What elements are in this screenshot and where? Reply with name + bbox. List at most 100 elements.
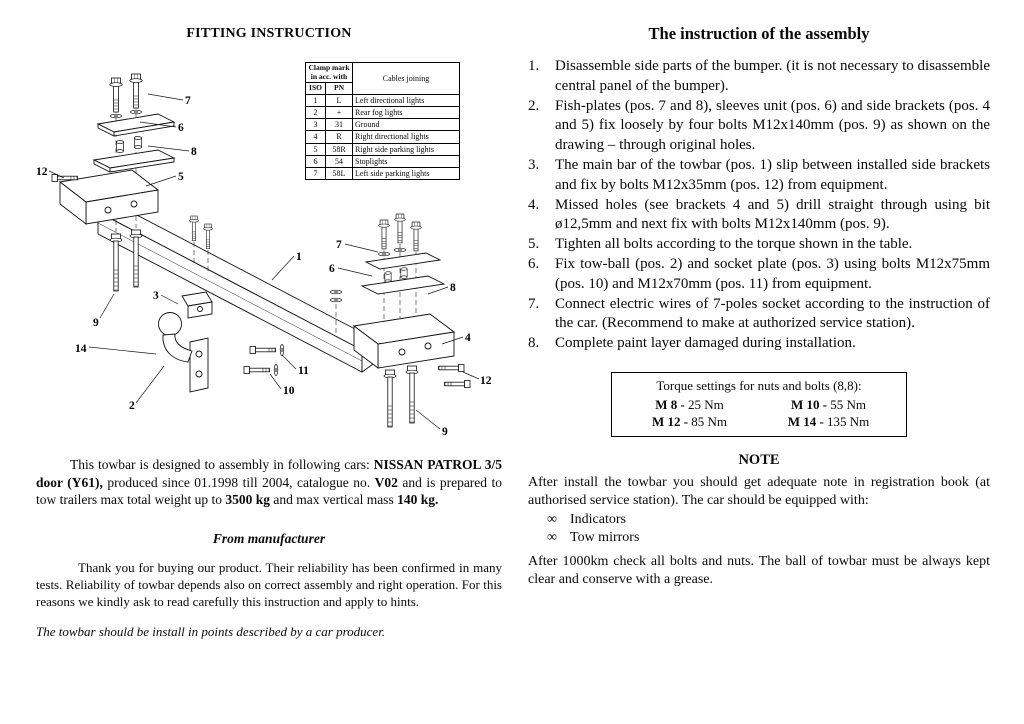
infinity-bullet-icon: ∞: [547, 511, 557, 527]
right-bracket-group: [352, 213, 471, 428]
callout-8b: 8: [450, 282, 456, 294]
cell-cable: Rear fog lights: [352, 106, 460, 120]
step-item: 1.Disassemble side parts of the bumper. …: [528, 57, 990, 97]
tow-ball: [158, 312, 209, 393]
torque-label: M 14 -: [787, 413, 824, 429]
torque-entry: M 10 - 55 Nm: [759, 397, 898, 413]
step-text: Connect electric wires of 7-poles socket…: [555, 295, 990, 332]
cell-pn: 31: [325, 118, 353, 132]
pn-header: PN: [325, 82, 353, 95]
callout-8: 8: [191, 146, 197, 158]
callout-12: 12: [36, 166, 48, 178]
note-paragraph-2: After 1000km check all bolts and nuts. T…: [528, 553, 990, 588]
step-number: 4.: [528, 196, 540, 213]
callout-leaders: [48, 93, 480, 430]
long-bolt-9-right: [383, 369, 397, 428]
callout-14: 14: [75, 343, 87, 355]
washer-stack: [330, 289, 342, 334]
cell-pn: 58L: [325, 166, 353, 181]
right-column: The instruction of the assembly 1.Disass…: [528, 24, 990, 590]
step-item: 7. Connect electric wires of 7-poles sock…: [528, 295, 990, 335]
cell-pn: +: [325, 106, 353, 120]
step-item: 3.The main bar of the towbar (pos. 1) sl…: [528, 156, 990, 196]
callout-11: 11: [298, 365, 309, 377]
torque-settings-box: Torque settings for nuts and bolts (8,8)…: [611, 371, 907, 437]
step-number: 5.: [528, 236, 540, 253]
cell-iso: 2: [305, 106, 326, 120]
clamp-row: 2+Rear fog lights: [305, 106, 460, 120]
step-text: Tighten all bolts according to the torqu…: [555, 236, 913, 253]
text-run: produced since 01.1998 till 2004, catalo…: [107, 474, 371, 490]
towbar-exploded-drawing: 7 6 8 12 5 1 7 6 8 3 9 14 4 11 10 2 12: [36, 73, 492, 438]
torque-entry: M 14 - 135 Nm: [759, 414, 898, 430]
bolt-10: [243, 366, 270, 374]
step-item: 6.Fix tow-ball (pos. 2) and socket plate…: [528, 255, 990, 295]
callout-1: 1: [296, 251, 302, 263]
drawing-area: 7 6 8 12 5 1 7 6 8 3 9 14 4 11 10 2 12: [36, 54, 496, 452]
callout-9: 9: [93, 317, 99, 329]
callout-7b: 7: [336, 239, 342, 251]
cell-cable: Left side parking lights: [352, 166, 460, 181]
step-number: 7.: [528, 295, 540, 312]
torque-label: M 8 -: [655, 396, 685, 412]
car-description: This towbar is designed to assembly in f…: [36, 456, 502, 509]
torque-box-title: Torque settings for nuts and bolts (8,8)…: [656, 377, 862, 393]
from-manufacturer-title: From manufacturer: [212, 530, 326, 546]
clamp-table-subheader-row: ISO PN: [305, 82, 460, 95]
clamp-table: Clamp mark in acc. with Cables joining I…: [305, 61, 460, 181]
step-number: 6.: [528, 255, 540, 272]
catalogue-no-bold: V02: [374, 474, 398, 490]
torque-grid: M 8 - 25 Nm M 10 - 55 Nm M 12 - 85 Nm M …: [620, 397, 898, 430]
torque-value: 55 Nm: [830, 396, 867, 412]
fish-plate-7-right: [364, 252, 442, 270]
max-weight-bold: 3500 kg: [225, 492, 270, 508]
socket-plate: [181, 291, 213, 319]
left-column: FITTING INSTRUCTION: [36, 26, 502, 640]
infinity-bullet-icon: ∞: [547, 530, 557, 546]
assembly-steps: 1.Disassemble side parts of the bumper. …: [528, 57, 990, 354]
torque-label: M 10 -: [790, 396, 828, 412]
torque-value: 25 Nm: [688, 396, 724, 412]
install-note: The towbar should be install in points d…: [36, 624, 386, 640]
cell-cable: Ground: [352, 118, 460, 132]
callout-3: 3: [153, 290, 159, 302]
bullet-text: Indicators: [570, 511, 626, 527]
callout-4: 4: [465, 332, 471, 344]
clamp-mark-header: Clamp mark in acc. with: [305, 61, 353, 84]
cell-iso: 6: [305, 154, 326, 169]
bolt-12-right: [438, 364, 465, 372]
callout-7: 7: [185, 95, 191, 107]
callout-9b: 9: [442, 426, 448, 438]
iso-header: ISO: [305, 82, 326, 95]
step-text: Complete paint layer damaged during inst…: [555, 335, 856, 352]
left-bracket-group: [51, 73, 176, 292]
manufacturer-paragraph: Thank you for buying our product. Their …: [36, 559, 502, 609]
cell-pn: R: [325, 130, 353, 144]
ball-bolts: [243, 344, 285, 376]
cell-cable: Right side parking lights: [352, 142, 460, 156]
step-item: 2.Fish-plates (pos. 7 and 8), sleeves un…: [528, 97, 990, 156]
car-model-bold: NISSAN PATROL 3/5 door (Y61),: [36, 457, 502, 490]
torque-entry: M 12 - 85 Nm: [620, 414, 759, 430]
cell-iso: 4: [305, 130, 326, 144]
note-title: NOTE: [738, 451, 780, 468]
cell-iso: 7: [305, 166, 326, 181]
note-paragraph-1: After install the towbar you should get …: [528, 474, 990, 509]
text-run: This towbar is designed to assembly in f…: [70, 457, 370, 472]
bolt-11: [249, 346, 276, 354]
max-mass-bold: 140 kg.: [397, 492, 439, 508]
step-text: Disassemble side parts of the bumper. (i…: [555, 58, 990, 94]
assembly-instruction-title: The instruction of the assembly: [648, 24, 870, 43]
torque-value: 85 Nm: [691, 413, 728, 429]
sleeve-unit-6: [116, 140, 124, 153]
step-text: The main bar of the towbar (pos. 1) slip…: [555, 156, 990, 193]
cell-cable: Stoplights: [352, 154, 460, 169]
step-text: Fish-plates (pos. 7 and 8), sleeves unit…: [555, 97, 990, 154]
cell-pn: 58R: [325, 142, 353, 156]
main-bar: [97, 201, 377, 373]
